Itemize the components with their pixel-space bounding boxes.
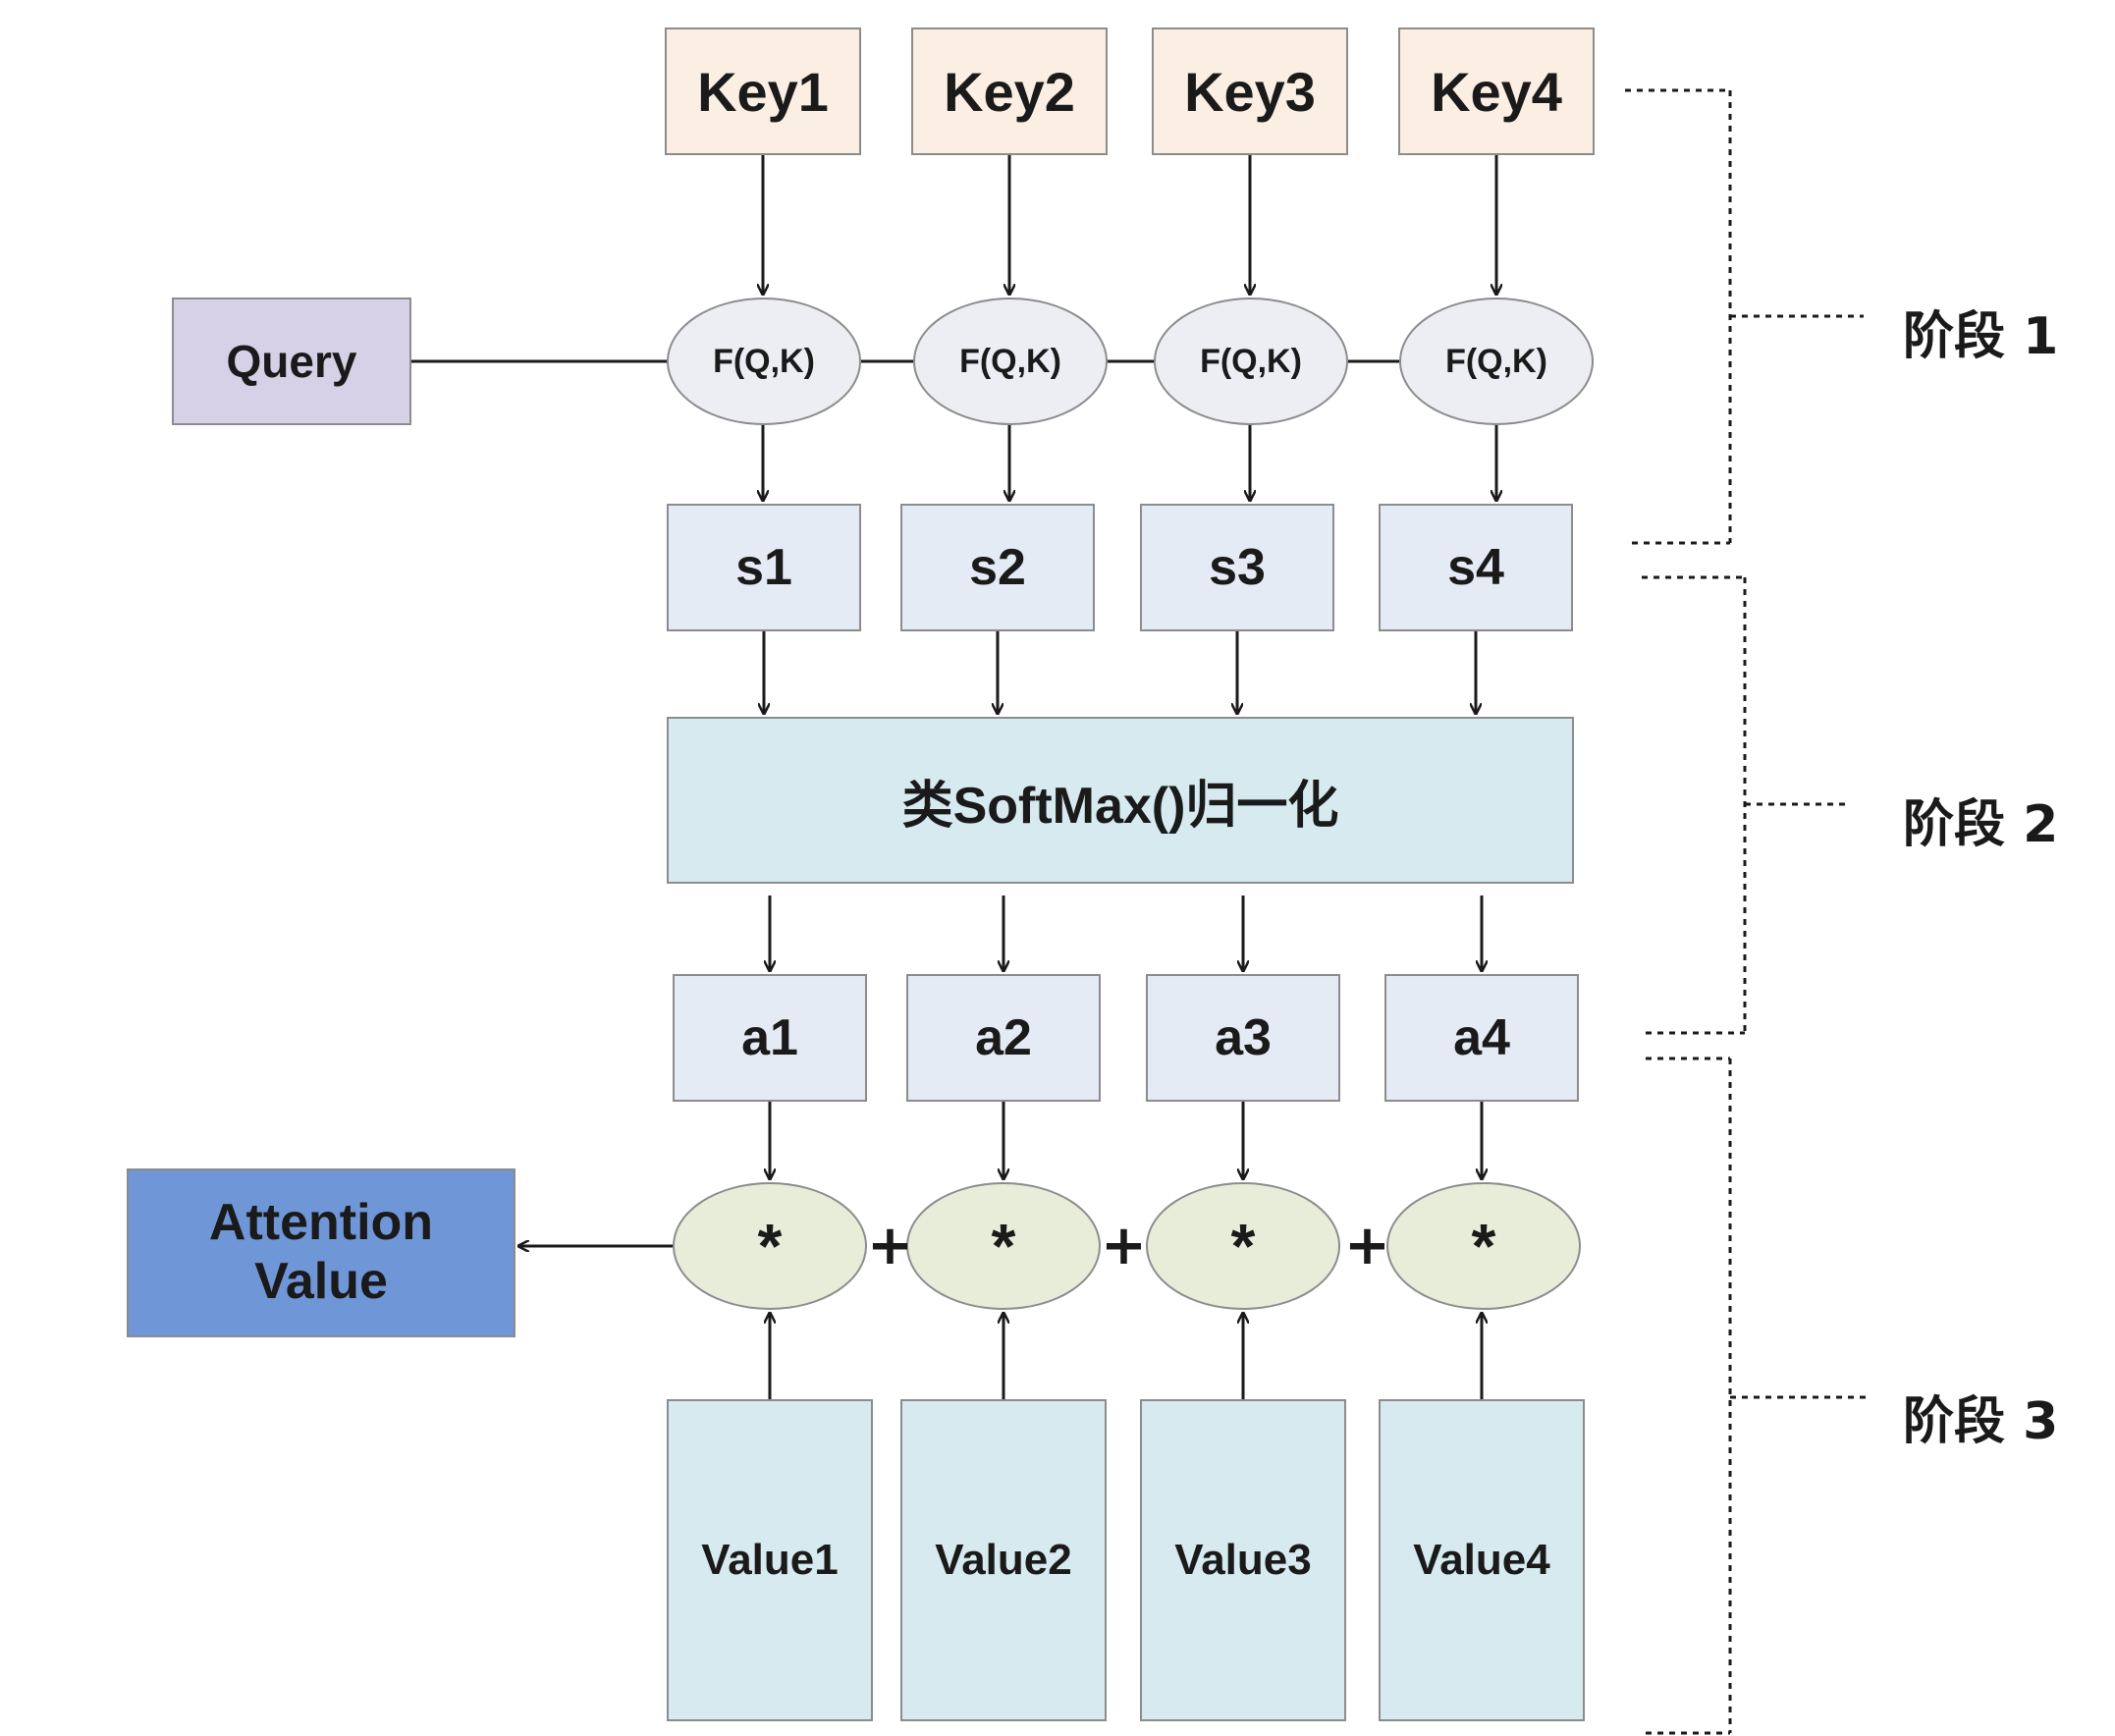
score-function-4: F(Q,K) xyxy=(1399,298,1594,425)
key-box-1: Key1 xyxy=(665,27,861,155)
weight-box-2: a2 xyxy=(906,974,1101,1102)
score-function-1: F(Q,K) xyxy=(667,298,861,425)
stage-label-3: 阶段 3 xyxy=(1903,1392,2059,1451)
score-box-1: s1 xyxy=(667,504,861,631)
value-box-3: Value3 xyxy=(1140,1399,1346,1721)
plus-sign-3: + xyxy=(1344,1214,1390,1277)
attention-value-line2: Value xyxy=(254,1253,388,1310)
weight-box-1: a1 xyxy=(673,974,867,1102)
key-box-3: Key3 xyxy=(1152,27,1348,155)
query-box: Query xyxy=(172,298,411,425)
key-box-2: Key2 xyxy=(911,27,1108,155)
plus-sign-2: + xyxy=(1101,1214,1147,1277)
score-box-2: s2 xyxy=(900,504,1095,631)
multiply-node-2: * xyxy=(906,1182,1101,1310)
value-box-2: Value2 xyxy=(900,1399,1107,1721)
score-function-3: F(Q,K) xyxy=(1154,298,1348,425)
plus-sign-1: + xyxy=(867,1214,913,1277)
weight-box-4: a4 xyxy=(1384,974,1579,1102)
softmax-normalization-box: 类SoftMax()归一化 xyxy=(667,717,1574,884)
score-function-2: F(Q,K) xyxy=(913,298,1108,425)
attention-value-line1: Attention xyxy=(208,1194,434,1252)
score-box-3: s3 xyxy=(1140,504,1334,631)
value-box-4: Value4 xyxy=(1379,1399,1585,1721)
stage-label-2: 阶段 2 xyxy=(1903,795,2059,854)
stage-label-1: 阶段 1 xyxy=(1903,307,2059,366)
multiply-node-1: * xyxy=(673,1182,867,1310)
value-box-1: Value1 xyxy=(667,1399,873,1721)
attention-value-box: Attention Value xyxy=(127,1168,515,1337)
key-box-4: Key4 xyxy=(1398,27,1595,155)
score-box-4: s4 xyxy=(1379,504,1573,631)
weight-box-3: a3 xyxy=(1146,974,1340,1102)
multiply-node-3: * xyxy=(1146,1182,1340,1310)
multiply-node-4: * xyxy=(1386,1182,1581,1310)
